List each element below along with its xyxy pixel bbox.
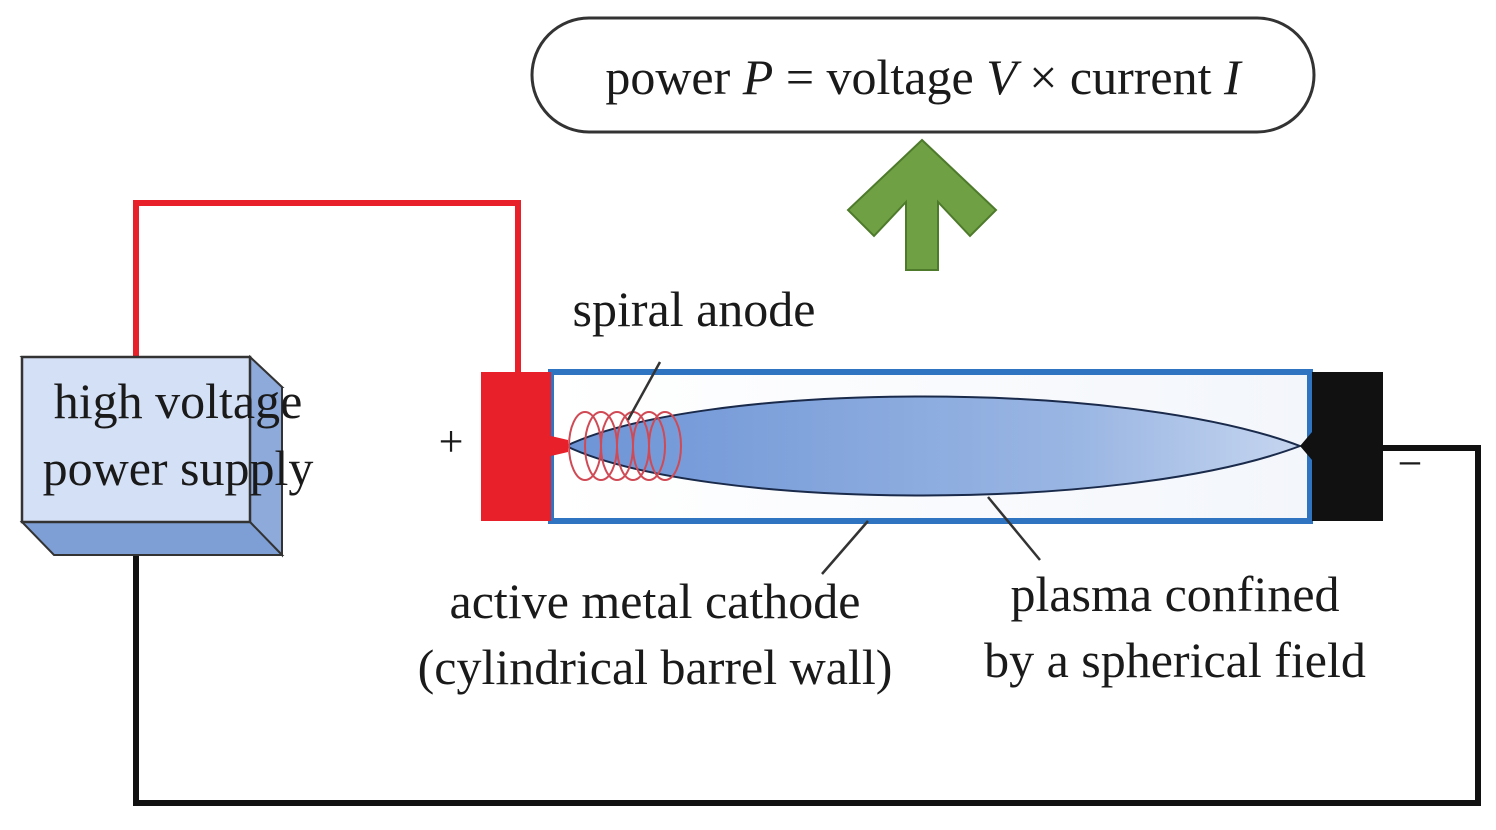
anode-coil <box>648 411 682 481</box>
formula-symbol-v: V <box>986 49 1022 105</box>
positive-wire <box>133 200 521 374</box>
power-supply-box: high voltage power supply <box>19 354 314 558</box>
cathode-leader <box>821 520 869 575</box>
cathode-label-line1: active metal cathode <box>450 573 861 629</box>
spiral-anode-label: spiral anode <box>573 281 816 337</box>
spiral-anode-leader <box>626 361 662 421</box>
power-supply-label-line1: high voltage <box>54 373 303 429</box>
cathode-label-line2: (cylindrical barrel wall) <box>418 639 893 695</box>
plasma-label-line1: plasma confined <box>1010 566 1339 622</box>
up-arrow-icon <box>846 138 998 271</box>
power-supply-front-face <box>20 355 252 524</box>
cathode-terminal <box>1300 372 1383 521</box>
formula-text: power P = voltage V × current I <box>605 49 1243 105</box>
formula-word-power: power <box>605 49 742 105</box>
anode-coil <box>632 411 666 481</box>
power-supply-bottom-face <box>19 521 285 556</box>
formula-symbol-i: I <box>1223 49 1243 105</box>
formula-symbol-p: P <box>742 49 774 105</box>
negative-wire <box>133 445 1481 806</box>
plus-sign: + <box>439 417 464 466</box>
formula-word-voltage: = voltage <box>773 49 986 105</box>
formula-box-outline <box>530 16 1316 134</box>
power-supply-label-line2: power supply <box>43 440 314 496</box>
formula-word-current: × current <box>1017 49 1224 105</box>
formula-box: power P = voltage V × current I <box>530 16 1316 134</box>
minus-sign: − <box>1398 439 1423 488</box>
anode-terminal <box>481 372 568 521</box>
plasma-leader <box>987 496 1041 561</box>
plasma-label-line2: by a spherical field <box>984 632 1366 688</box>
spiral-anode <box>568 411 682 481</box>
